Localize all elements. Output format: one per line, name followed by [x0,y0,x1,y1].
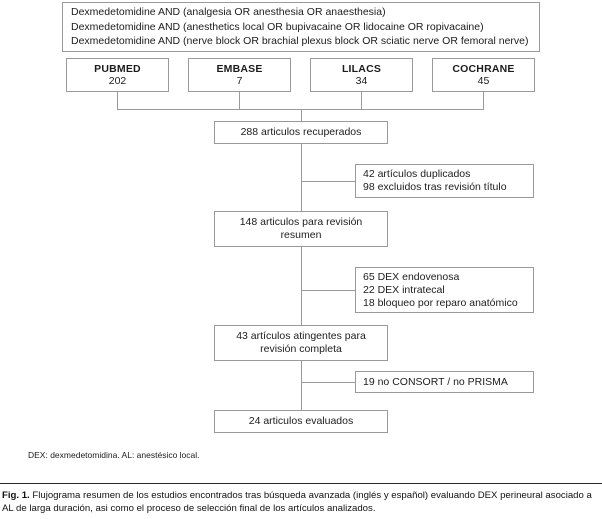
exclusion-stage-2-line-3: 18 bloqueo por reparo anatómico [363,296,518,309]
caption-divider [0,483,602,484]
search-strategy-line-2: Dexmedetomidine AND (anesthetics local O… [71,20,484,33]
connector-embase-down [239,92,240,109]
database-box-lilacs: LILACS 34 [310,58,413,92]
database-count-lilacs: 34 [355,75,368,87]
exclusion-stage-1-line-2: 98 excluidos tras revisión título [363,181,507,193]
figure-caption-text: Flujograma resumen de los estudios encon… [2,490,592,514]
database-box-cochrane: COCHRANE 45 [432,58,535,92]
abbreviations-note: DEX: dexmedetomidina. AL: anestésico loc… [28,450,200,460]
search-strategy-box: Dexmedetomidine AND (analgesia OR anesth… [62,2,540,52]
database-box-pubmed: PUBMED 202 [66,58,169,92]
retrieved-articles-box: 288 articulos recuperados [214,121,388,144]
database-name-cochrane: COCHRANE [452,62,515,75]
evaluated-articles-label: 24 articulos evaluados [248,415,354,427]
database-name-embase: EMBASE [216,62,263,75]
database-box-embase: EMBASE 7 [188,58,291,92]
exclusion-stage-1-line-1: 42 artículos duplicados [363,168,471,180]
exclusion-stage-3-line-1: 19 no CONSORT / no PRISMA [363,375,508,388]
figure-caption: Fig. 1. Flujograma resumen de los estudi… [2,490,600,515]
database-count-pubmed: 202 [108,75,127,87]
connector-branch-exclusion-2 [301,290,355,291]
retrieved-articles-label: 288 articulos recuperados [240,126,362,138]
connector-branch-exclusion-1 [301,181,355,182]
connector-branch-exclusion-3 [301,382,355,383]
search-strategy-line-3: Dexmedetomidine AND (nerve block OR brac… [71,35,529,48]
full-review-line-1: 43 artículos atingentes para [236,330,366,342]
database-name-lilacs: LILACS [341,62,382,75]
exclusion-stage-2-line-1: 65 DEX endovenosa [363,270,460,283]
evaluated-articles-box: 24 articulos evaluados [214,410,388,433]
database-count-cochrane: 45 [477,75,490,87]
connector-bus-to-retrieved [301,109,302,121]
database-count-embase: 7 [236,75,243,87]
exclusion-stage-2-line-2: 22 DEX intratecal [363,283,445,296]
full-review-box: 43 artículos atingentes para revisión co… [214,325,388,361]
connector-database-bus [117,109,484,110]
database-name-pubmed: PUBMED [94,62,141,75]
connector-lilacs-down [361,92,362,109]
exclusion-box-stage-3: 19 no CONSORT / no PRISMA [355,371,534,393]
connector-abstract-to-fulltext [301,247,302,325]
connector-pubmed-down [117,92,118,109]
search-strategy-line-1: Dexmedetomidine AND (analgesia OR anesth… [71,6,386,19]
abstract-review-line-1: 148 articulos para revisión [239,216,363,228]
exclusion-box-stage-2: 65 DEX endovenosa 22 DEX intratecal 18 b… [355,267,534,313]
abstract-review-line-2: resumen [280,229,322,241]
figure-caption-label: Fig. 1. [2,490,30,501]
exclusion-box-stage-1: 42 artículos duplicados 98 excluidos tra… [355,164,534,198]
connector-cochrane-down [483,92,484,109]
full-review-line-2: revisión completa [260,343,342,355]
connector-fulltext-to-evaluated [301,361,302,410]
abstract-review-box: 148 articulos para revisión resumen [214,211,388,247]
connector-retrieved-to-abstract [301,144,302,211]
